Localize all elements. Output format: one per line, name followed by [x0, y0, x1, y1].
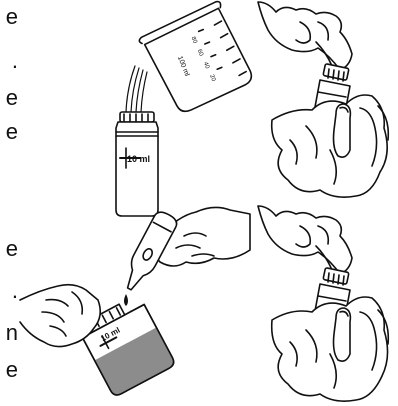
panel-wipe-bottle-bottom — [258, 206, 388, 401]
panel-bottle-with-sample: 10 ml — [20, 285, 176, 398]
pouring-stream — [126, 66, 147, 112]
sample-bottle-top: 10 ml — [116, 112, 158, 216]
panel-wipe-bottle-top — [258, 2, 388, 197]
bottle-mark-label: 10 ml — [127, 154, 150, 164]
measuring-beaker: 80 60 40 20 100 ml — [136, 0, 255, 118]
panel-pour-sample: 80 60 40 20 100 ml — [116, 0, 255, 216]
